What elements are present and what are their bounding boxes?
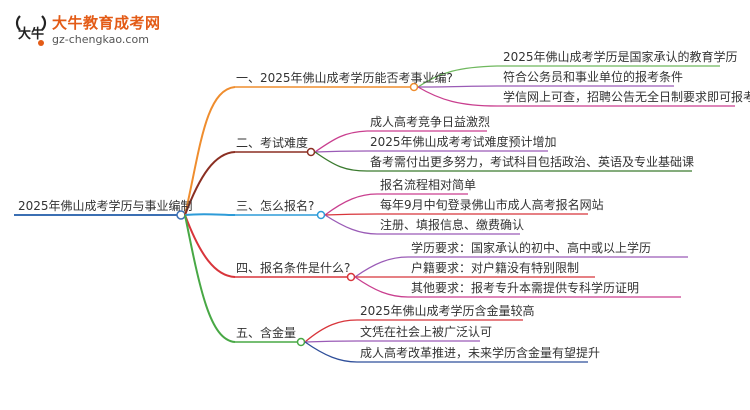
- leaf-connector-5-1: [304, 319, 358, 343]
- site-logo[interactable]: 大牛 大牛教育成考网 gz-chengkao.com: [14, 8, 204, 52]
- leaf-node-5-3[interactable]: 成人高考改革推进，未来学历含金量有望提升: [360, 346, 601, 360]
- leaf-connector-5-2: [304, 340, 358, 343]
- leaf-node-1-1[interactable]: 2025年佛山成考学历是国家承认的教育学历: [503, 50, 738, 64]
- branch-node-4[interactable]: 四、报名条件是什么?: [236, 261, 351, 275]
- leaf-connector-4-1: [354, 256, 409, 278]
- leaf-connector-3-1: [324, 193, 378, 216]
- branch-connector-3: [184, 213, 236, 216]
- leaf-node-4-3[interactable]: 其他要求：报考专升本需提供专科学历证明: [411, 281, 640, 295]
- leaf-connector-2-2: [314, 150, 368, 153]
- bull-logo-icon: 大牛: [15, 15, 47, 46]
- leaf-node-3-2[interactable]: 每年9月中旬登录佛山市成人高考报名网站: [380, 198, 604, 212]
- leaf-connector-1-1: [417, 65, 498, 88]
- leaf-connector-4-3: [354, 276, 409, 298]
- leaf-node-5-2[interactable]: 文凭在社会上被广泛认可: [360, 325, 493, 339]
- branch-node-5[interactable]: 五、含金量: [236, 326, 297, 340]
- leaf-connector-2-3: [314, 151, 368, 172]
- leaf-node-4-1[interactable]: 学历要求：国家承认的初中、高中或以上学历: [411, 241, 652, 255]
- branch-node-3[interactable]: 三、怎么报名?: [236, 199, 315, 213]
- logo-mark-text: 大牛: [18, 26, 44, 42]
- leaf-node-3-3[interactable]: 注册、填报信息、缴费确认: [380, 218, 525, 232]
- leaf-node-1-2[interactable]: 符合公务员和事业单位的报考条件: [503, 70, 684, 84]
- branch-node-dot-1: [409, 82, 419, 92]
- leaf-node-3-1[interactable]: 报名流程相对简单: [380, 178, 477, 192]
- branch-node-1[interactable]: 一、2025年佛山成考学历能否考事业编?: [236, 71, 453, 85]
- leaf-node-2-3[interactable]: 备考需付出更多努力，考试科目包括政治、英语及专业基础课: [370, 155, 695, 169]
- logo-title: 大牛教育成考网: [52, 14, 161, 32]
- branch-node-dot-4: [346, 272, 356, 282]
- leaf-node-1-3[interactable]: 学信网上可查，招聘公告无全日制要求即可报考: [503, 90, 750, 104]
- branch-connector-1: [184, 86, 236, 216]
- leaf-connector-3-2: [324, 213, 378, 216]
- leaf-connector-1-2: [417, 85, 498, 88]
- branch-node-dot-5: [296, 337, 306, 347]
- branch-connector-4: [184, 214, 236, 278]
- branch-node-dot-2: [306, 147, 316, 157]
- leaf-node-4-2[interactable]: 户籍要求：对户籍没有特别限制: [411, 261, 580, 275]
- leaf-connector-3-3: [324, 214, 378, 235]
- leaf-connector-5-3: [304, 341, 358, 363]
- leaf-node-2-2[interactable]: 2025年佛山成考考试难度预计增加: [370, 135, 557, 149]
- branch-connector-5: [184, 214, 236, 343]
- branch-node-dot-3: [316, 210, 326, 220]
- leaf-node-5-1[interactable]: 2025年佛山成考学历含金量较高: [360, 304, 535, 318]
- root-node[interactable]: 2025年佛山成考学历与事业编制: [18, 199, 193, 213]
- leaf-node-2-1[interactable]: 成人高考竞争日益激烈: [370, 115, 491, 129]
- leaf-connector-2-1: [314, 130, 368, 153]
- branch-node-2[interactable]: 二、考试难度: [236, 136, 309, 150]
- logo-url: gz-chengkao.com: [52, 33, 149, 46]
- leaf-connector-1-3: [417, 86, 498, 107]
- branch-connector-2: [184, 151, 236, 216]
